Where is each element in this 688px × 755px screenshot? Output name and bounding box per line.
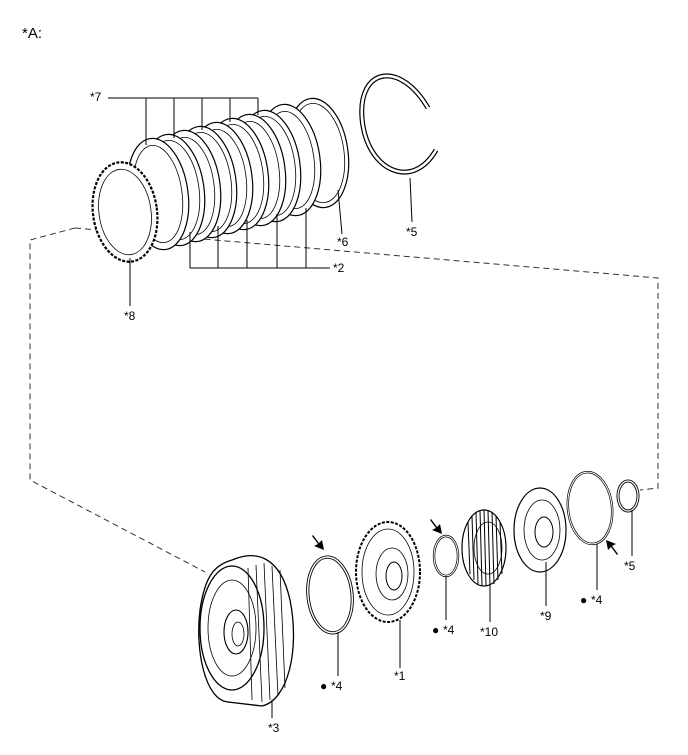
- callout-9: *9: [540, 609, 552, 623]
- clutch-drum-3: [198, 555, 295, 707]
- flange-plate-8: [91, 161, 159, 263]
- upper-leader-lines: [108, 97, 413, 306]
- callout-1: *1: [394, 669, 406, 683]
- projection-dashed-frame: [29, 227, 659, 573]
- callout-6: *6: [337, 235, 349, 249]
- o-ring-4-right: [566, 470, 614, 546]
- o-ring-4-mid: [432, 534, 460, 578]
- figure-header: *A:: [22, 25, 42, 42]
- snap-ring-5-upper: [359, 73, 439, 175]
- callout-2: *2: [333, 261, 345, 275]
- callout-bullet: ●: [432, 623, 439, 637]
- callout-5-right: *5: [624, 559, 636, 573]
- callout-4-mid: *4: [443, 623, 455, 637]
- callout-bullet: ●: [320, 679, 327, 693]
- lower-leader-lines: [271, 510, 633, 718]
- install-arrow-icon: [312, 535, 324, 550]
- install-arrow-icon: [606, 540, 618, 555]
- return-spring-10: [461, 509, 507, 587]
- callout-4-left: *4: [331, 679, 343, 693]
- clutch-piston-1: [355, 521, 421, 623]
- callout-5-top: *5: [406, 225, 418, 239]
- callout-8: *8: [124, 309, 136, 323]
- install-arrow-icon: [430, 519, 442, 534]
- piston-cover-9: [513, 487, 567, 573]
- callout-10: *10: [480, 625, 498, 639]
- callout-bullet: ●: [580, 593, 587, 607]
- callout-4-right: *4: [591, 593, 603, 607]
- o-ring-4-left: [306, 555, 354, 635]
- snap-ring-5-lower: [616, 479, 640, 513]
- callout-3: *3: [268, 721, 280, 735]
- clutch-plate-pack: [91, 97, 350, 263]
- callout-7: *7: [90, 90, 102, 104]
